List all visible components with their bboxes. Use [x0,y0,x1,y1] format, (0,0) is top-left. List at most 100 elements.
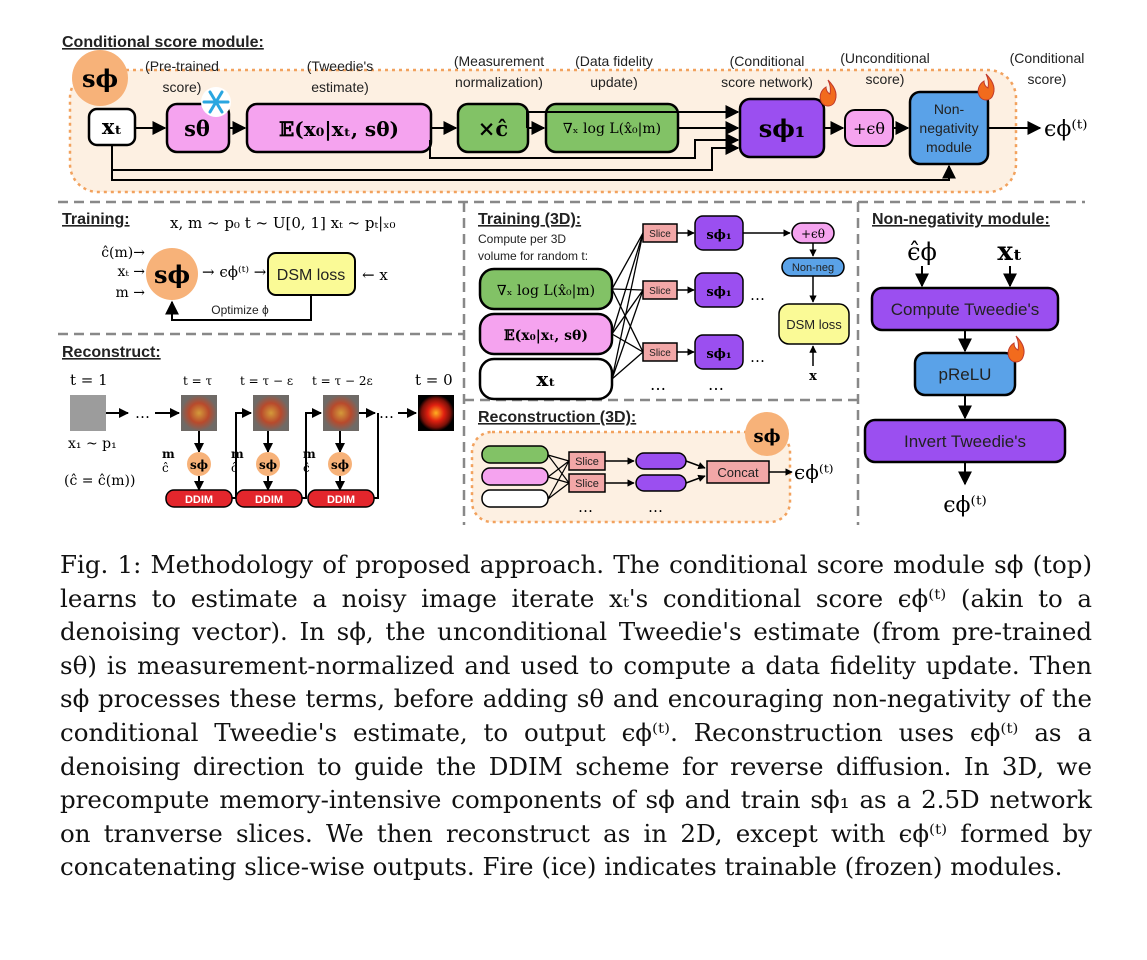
t3d-nonneg-label: Non-neg [792,262,834,274]
slice-row: Slice sϕ₁ [642,215,744,251]
iterate-image [323,395,359,431]
t3d-dsm-box [778,303,850,345]
svg-text:m: m [231,447,244,461]
dots: … [650,375,666,394]
svg-text:DDIM: DDIM [185,494,213,506]
t3d-dsm-label: DSM loss [786,317,842,332]
time-label: t = 1 [70,371,108,389]
recon3d-panel: Reconstruction (3D): sϕ Slice Slice Conc… [470,409,834,524]
ice-icon [201,87,231,117]
recon3d-fan [547,454,570,500]
svg-text:…: … [750,348,765,366]
training-panel: Training: x, m ~ p₀ t ~ U[0, 1] xₜ ~ pₜ|… [62,211,396,321]
recon-step: m ĉ sϕ DDIM [162,447,233,508]
recon3d-input [481,445,549,464]
nonneg-module-panel: Non-negativity module: ϵ̂ϕ xₜ Compute Tw… [863,211,1067,518]
dots: … [135,404,150,422]
output-eps: ϵϕ⁽ᵗ⁾ [1044,117,1088,142]
optimize-label: Optimize ϕ [211,303,269,317]
svg-text:sϕ₁: sϕ₁ [706,347,731,362]
slice-row: Slice sϕ₁ … [642,334,765,370]
dots: … [578,498,593,516]
nonneg-input-eps: ϵ̂ϕ [907,238,937,266]
svg-text:Slice: Slice [649,286,671,297]
xt-label: xₜ [102,114,122,139]
nonneg-heading: Non-negativity module: [872,211,1050,228]
module-symbol: sϕ [82,64,118,93]
optimize-arrow [165,295,312,321]
dots: … [708,375,724,394]
training-inputs: ĉ(m)→xₜ →m → [101,245,145,301]
svg-text:Slice: Slice [649,229,671,240]
methodology-diagram: Conditional score module: sϕ (Pre-traine… [58,34,1088,525]
time-label: t = 0 [415,371,453,389]
training3d-heading: Training (3D): [478,211,581,228]
conditional-score-module: Conditional score module: sϕ (Pre-traine… [62,34,1088,194]
recon3d-input [481,489,549,508]
recon-step: m ĉ sϕ DDIM [303,447,375,508]
reconstruct-panel: Reconstruct: t = 1 t = τ t = τ − ε t = τ… [62,344,454,508]
recon3d-input [481,467,549,486]
iterate-image [253,395,289,431]
recon3d-background [470,430,792,524]
recon3d-s-phi-circle [745,412,789,456]
svg-text:…: … [750,286,765,304]
final-image [418,395,454,431]
training-eps: → ϵϕ⁽ᵗ⁾ → [202,263,267,281]
recon3d-heading: Reconstruction (3D): [478,409,636,426]
svg-text:ĉ: ĉ [303,461,310,475]
noise-image [70,395,106,431]
s-theta-label: sθ [184,116,210,141]
svg-text:ĉ: ĉ [231,461,238,475]
svg-text:sϕ: sϕ [331,458,349,472]
top-heading: Conditional score module: [62,34,264,51]
svg-text:m: m [303,447,316,461]
nonneg-input-xt: xₜ [997,237,1022,267]
tweedie-label: 𝔼(x₀|xₜ, sθ) [279,117,399,141]
dots: … [379,404,394,422]
recon3d-s-phi1 [635,452,687,470]
t3d-grad-label: ∇ₓ log L(x̂₀|m) [497,283,595,299]
t3d-tweedie-label: 𝔼(x₀|xₜ, sθ) [504,328,588,344]
slice-label: Slice [575,456,599,468]
nonneg-output: ϵϕ⁽ᵗ⁾ [943,493,987,518]
training-heading: Training: [62,211,130,228]
times-c-label: ×ĉ [478,116,508,141]
recon3d-output: ϵϕ⁽ᵗ⁾ [794,460,834,484]
invert-tweedie-label: Invert Tweedie's [904,432,1026,451]
svg-text:m: m [162,447,175,461]
svg-text:ĉ: ĉ [162,461,169,475]
s-phi1-label: sϕ₁ [759,114,806,143]
reconstruct-arrows [106,408,417,499]
top-arrows [111,105,1042,181]
c-definition: (ĉ = ĉ(m)) [64,473,135,489]
plus-eps-label: +ϵθ [853,119,885,138]
training-s-phi-circle [146,248,198,300]
prelu-label: pReLU [939,365,992,384]
x1-label: x₁ ~ p₁ [68,436,117,452]
t3d-fan-arrows [611,232,644,380]
svg-text:sϕ: sϕ [190,458,208,472]
t3d-xt-label: xₜ [536,367,555,391]
svg-text:sϕ₁: sϕ₁ [706,228,731,243]
compute-tweedie-label: Compute Tweedie's [891,300,1039,319]
module-symbol-circle [72,50,128,106]
svg-text:sϕ: sϕ [259,458,277,472]
time-label: t = τ [183,374,213,388]
time-label: t = τ − ε [240,374,293,388]
fidelity-label: ∇ₓ log L(x̂₀|m) [563,121,661,137]
training-x: ← x [362,266,388,284]
ddim-box [165,489,233,508]
recon3d-s-phi: sϕ [753,426,780,447]
slice-label: Slice [575,478,599,490]
figure-caption: Fig. 1: Methodology of proposed approach… [60,548,1092,884]
fire-icon [819,79,837,107]
iterate-image [181,395,217,431]
